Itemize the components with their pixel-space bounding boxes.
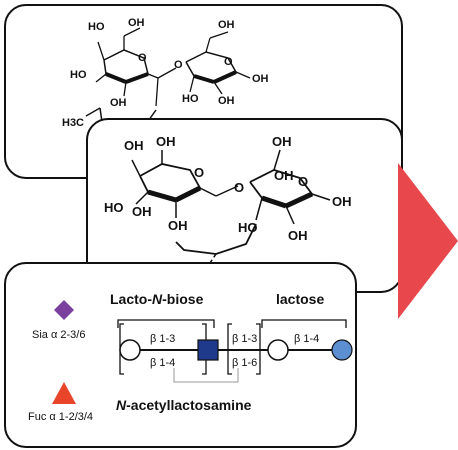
lacto-n-biose-label: Lacto-N-biose (110, 291, 204, 307)
fuc-label: Fuc α 1-2/3/4 (28, 411, 93, 423)
oh-label: OH (156, 134, 176, 149)
oh-label: OH (132, 204, 152, 219)
glycan-symbol-diagram: Sia α 2-3/6 Fuc α 1-2/3/4 Lacto-N-biose … (28, 291, 353, 423)
glucose-circle-icon (331, 339, 353, 361)
oh-label: OH (274, 168, 294, 183)
linkage-label: β 1-4 (150, 357, 175, 369)
svg-text:O: O (224, 56, 233, 68)
svg-text:O: O (138, 52, 147, 64)
oh-label: O (174, 59, 183, 71)
glcnac-square-icon (197, 339, 219, 361)
linkage-label: β 1-4 (294, 333, 319, 345)
oh-label: OH (252, 73, 269, 85)
oh-label: O (234, 180, 244, 195)
oh-label: HO (88, 21, 105, 33)
oh-label: OH (218, 95, 235, 107)
oh-label: HO (70, 69, 87, 81)
oh-label: OH (128, 17, 145, 29)
linkage-label: β 1-6 (232, 357, 257, 369)
svg-text:O: O (194, 165, 204, 180)
linkage-label: β 1-3 (232, 333, 257, 345)
oh-label: OH (168, 218, 188, 233)
oh-label: OH (272, 134, 292, 149)
oh-label: HO (182, 93, 199, 105)
galactose-circle-icon (267, 339, 289, 361)
fucosyllactose-structure-large: O O OH OH OH HO OH O OH HO OH OH OH (104, 134, 352, 267)
glycan-structure-panel: Sia α 2-3/6 Fuc α 1-2/3/4 Lacto-N-biose … (4, 262, 357, 448)
oh-label: HO (238, 220, 258, 235)
fuc-triangle-icon (52, 382, 76, 404)
oh-label: OH (288, 228, 308, 243)
oh-label: OH (332, 194, 352, 209)
lactose-label: lactose (276, 291, 324, 307)
sia-diamond-icon (54, 300, 74, 320)
oh-label: OH (218, 19, 235, 31)
methyl-label: H3C (62, 117, 84, 129)
sia-label: Sia α 2-3/6 (32, 329, 85, 341)
linkage-label: β 1-3 (150, 333, 175, 345)
n-acetyllactosamine-label: N-acetyllactosamine (116, 397, 252, 413)
right-arrow-icon (398, 163, 458, 319)
galactose-circle-icon (119, 339, 141, 361)
oh-label: HO (104, 200, 124, 215)
svg-text:O: O (298, 174, 308, 189)
oh-label: OH (124, 138, 144, 153)
oh-label: OH (110, 97, 127, 109)
